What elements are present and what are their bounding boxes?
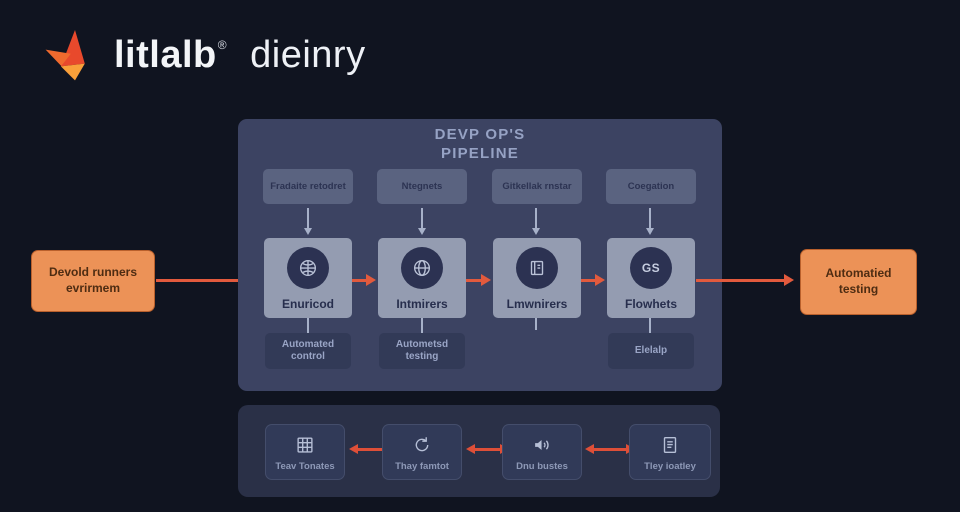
pipeline-title-line1: DEVP OP'S [434, 126, 526, 143]
result-tag-1-label: Automated control [281, 338, 335, 363]
result-tag-1: Automated control [265, 333, 351, 369]
strip-tile-1-label: Teav Tonates [275, 461, 335, 472]
strip-tile-4-label: Tley ioatley [644, 461, 696, 472]
stage-tag-4: Coegation [606, 169, 696, 204]
right-endpoint-box: Automatied testing [800, 249, 917, 315]
arrow-down-icon [532, 208, 540, 235]
tanuki-logo-icon [45, 30, 85, 81]
result-tag-2: Autometsd testing [379, 333, 465, 369]
arrow-down-icon [646, 208, 654, 235]
right-endpoint-label: Automatied testing [825, 266, 892, 296]
strip-tile-3: Dnu bustes [502, 424, 582, 480]
stage-tag-3-label: Gitkellak rnstar [502, 180, 572, 192]
stage-node-1: Enuricod [264, 238, 352, 318]
document-icon [663, 436, 677, 454]
stage-tag-3: Gitkellak rnstar [492, 169, 582, 204]
stage-tag-1-label: Fradaite retodret [270, 180, 346, 192]
connector-line [307, 318, 309, 333]
stage-node-2: Intmirers [378, 238, 466, 318]
brand-suffix: dieinry [250, 34, 366, 76]
refresh-icon [415, 437, 429, 452]
strip-tile-2-label: Thay famtot [395, 461, 449, 472]
stage-node-2-label: Intmirers [396, 297, 448, 311]
connector-line [535, 318, 537, 330]
stage-tag-2-label: Ntegnets [401, 180, 443, 192]
stage-tag-1: Fradaite retodret [263, 169, 353, 204]
arrow-right-icon [352, 274, 376, 286]
arrow-down-icon [304, 208, 312, 235]
arrow-left-to-pipeline [156, 274, 257, 286]
stage-node-3: Lmwnirers [493, 238, 581, 318]
arrow-right-icon [466, 274, 491, 286]
speaker-icon [535, 439, 549, 451]
result-tag-4: Elelalp [608, 333, 694, 369]
result-tag-4-label: Elelalp [634, 344, 668, 356]
server-grid-icon [297, 437, 313, 453]
logo-text: litlalb® dieinry [114, 34, 366, 77]
pipeline-panel: DEVP OP'S PIPELINE Fradaite retodret Nte… [238, 119, 722, 391]
left-endpoint-box: Devold runners evrirmem [31, 250, 155, 312]
stage-node-3-label: Lmwnirers [506, 297, 568, 311]
book-icon [516, 247, 558, 289]
double-arrow-icon [349, 444, 391, 454]
stage-tag-2: Ntegnets [377, 169, 467, 204]
arrow-right-icon [581, 274, 605, 286]
strip-tile-2: Thay famtot [382, 424, 462, 480]
strip-tile-1: Teav Tonates [265, 424, 345, 480]
stage-node-4: GS Flowhets [607, 238, 695, 318]
stage-tag-4-label: Coegation [627, 180, 675, 192]
strip-tile-3-label: Dnu bustes [516, 461, 568, 472]
result-tag-2-label: Autometsd testing [395, 338, 449, 363]
connector-line [649, 318, 651, 333]
arrow-down-icon [418, 208, 426, 235]
arrow-pipeline-to-right [696, 274, 794, 286]
strip-tile-4: Tley ioatley [629, 424, 711, 480]
double-arrow-icon [466, 444, 509, 454]
stage-node-1-label: Enuricod [281, 297, 334, 311]
left-endpoint-label: Devold runners evrirmem [48, 265, 138, 295]
brand-name: litlalb [114, 34, 217, 76]
pipeline-title-line2: PIPELINE [441, 145, 519, 162]
globe-grid-icon [287, 247, 329, 289]
double-arrow-icon [585, 444, 635, 454]
gs-badge-text: GS [641, 261, 661, 275]
bottom-strip-panel: Teav Tonates Thay famtot Dnu bustes Tley… [238, 405, 720, 497]
globe-icon [401, 247, 443, 289]
stage-node-4-label: Flowhets [624, 297, 677, 311]
gs-badge-icon: GS [630, 247, 672, 289]
registered-mark-icon: ® [217, 38, 228, 52]
connector-line [421, 318, 423, 333]
